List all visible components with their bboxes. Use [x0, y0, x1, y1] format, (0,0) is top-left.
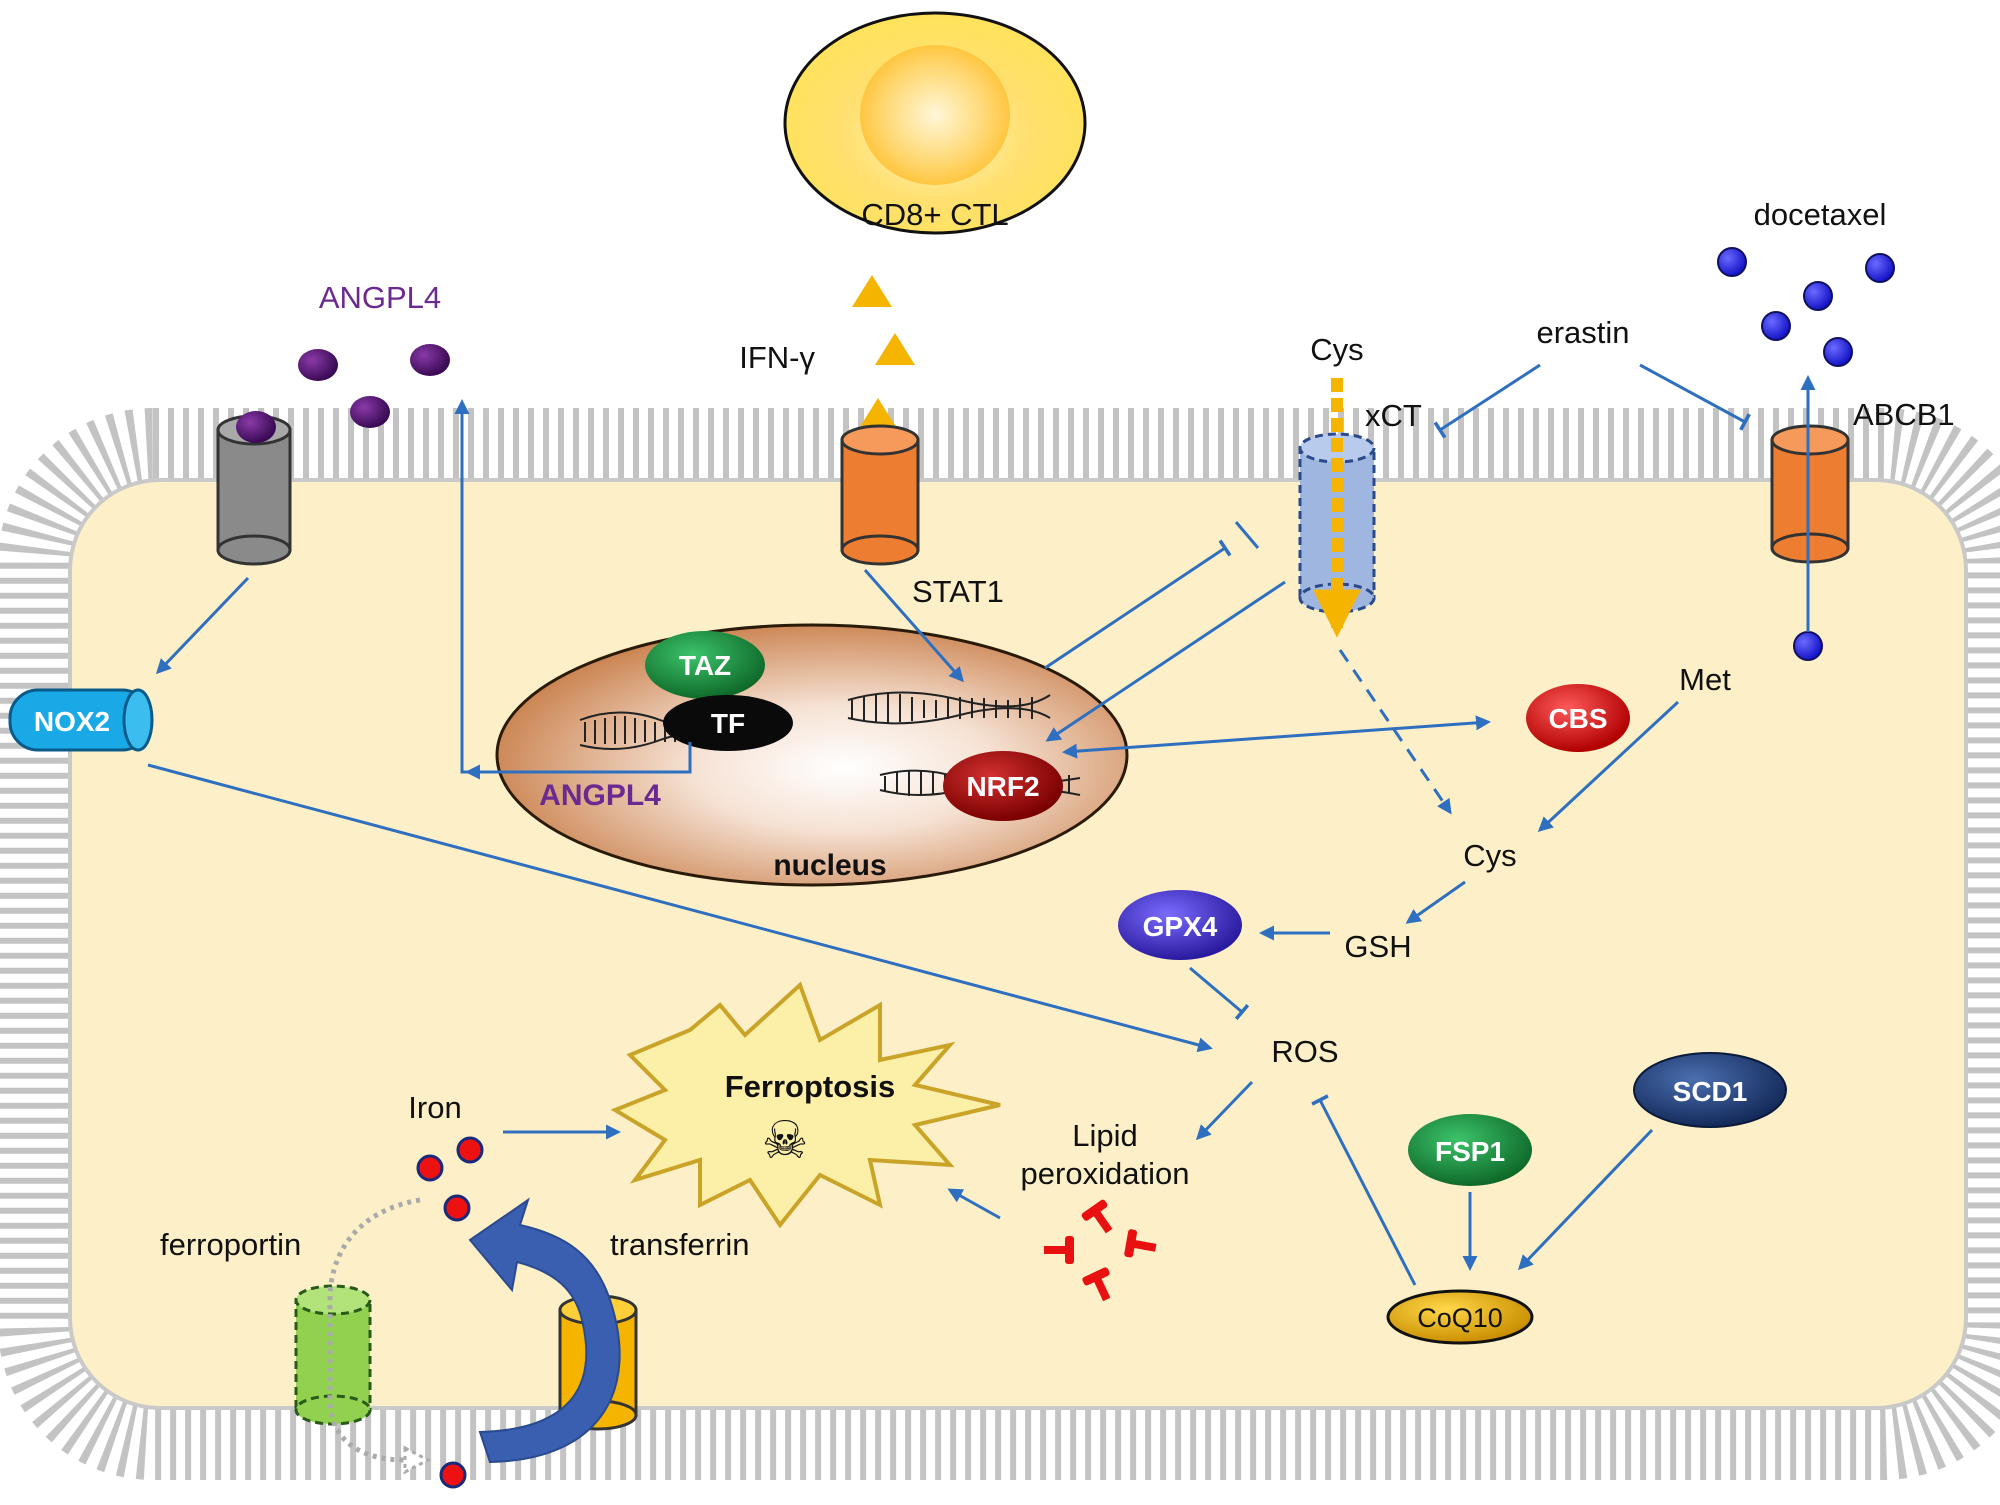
ferroportin-export-arrow [327, 1197, 421, 1463]
met-label: Met [1679, 662, 1731, 697]
gsh-label: GSH [1344, 929, 1411, 964]
ifng-receptor [840, 424, 920, 566]
lipid-label-line2: peroxidation [1021, 1156, 1190, 1191]
transferrin-uptake-arrow [468, 1197, 621, 1464]
ferroptosis-burst: Ferroptosis ☠ [610, 981, 1001, 1229]
angpl4-particles [298, 344, 450, 428]
gpx4-pill: GPX4 [1118, 890, 1242, 960]
cd8-ctl-cell: CD8+ CTL [783, 11, 1087, 235]
coq10-pill: CoQ10 [1386, 1289, 1534, 1345]
ferroptosis-label: Ferroptosis [725, 1069, 896, 1104]
nucleus: nucleus ANGPL4 [495, 623, 1129, 887]
nrf2-label: NRF2 [966, 771, 1039, 802]
angpl4-receptor [216, 411, 292, 566]
tf-label: TF [711, 708, 745, 739]
cbs-label: CBS [1548, 703, 1607, 734]
cbs-pill: CBS [1526, 684, 1630, 752]
nox2-pill: NOX2 [8, 688, 154, 752]
ferroportin-channel [294, 1284, 372, 1426]
erastin-label: erastin [1536, 315, 1629, 350]
nucleus-label: nucleus [773, 849, 886, 882]
abcb1-label: ABCB1 [1853, 397, 1955, 432]
angpl4-top-label: ANGPL4 [319, 280, 441, 315]
docetaxel-label: docetaxel [1754, 197, 1887, 232]
fsp1-pill: FSP1 [1408, 1114, 1532, 1186]
fsp1-label: FSP1 [1435, 1136, 1505, 1167]
nox2-label: NOX2 [34, 706, 110, 737]
taz-label: TAZ [679, 650, 731, 681]
coq10-label: CoQ10 [1417, 1303, 1503, 1333]
cytoplasm [68, 478, 1968, 1410]
cys-top-label: Cys [1310, 332, 1363, 367]
pathway-arrows [147, 363, 1816, 1286]
stat1-label: STAT1 [912, 574, 1004, 609]
docetaxel-dots [1717, 247, 1895, 661]
transferrin-label: transferrin [610, 1227, 750, 1262]
abcb1-transporter [1770, 424, 1850, 564]
gpx4-label: GPX4 [1143, 911, 1218, 942]
taz-pill: TAZ [645, 631, 765, 699]
lipid-label-line1: Lipid [1072, 1118, 1138, 1153]
ferroportin-export-arrowhead [403, 1445, 432, 1475]
skull-icon: ☠ [762, 1112, 809, 1170]
ferroportin-label: ferroportin [160, 1227, 301, 1262]
ros-label: ROS [1271, 1034, 1338, 1069]
xct-label: xCT [1365, 398, 1422, 433]
nrf2-pill: NRF2 [943, 751, 1063, 821]
tf-pill: TF [663, 695, 793, 751]
ifng-label: IFN-γ [739, 340, 815, 375]
iron-dots [416, 1136, 484, 1489]
scd1-pill: SCD1 [1633, 1052, 1787, 1128]
angpl4-nucleus-label: ANGPL4 [539, 779, 661, 812]
ifng-triangles [852, 275, 915, 430]
cys-mid-label: Cys [1463, 838, 1516, 873]
cell-label: CD8+ CTL [861, 197, 1008, 232]
lipid-peroxide-icons [1044, 1199, 1157, 1302]
iron-label: Iron [408, 1090, 461, 1125]
scd1-label: SCD1 [1673, 1076, 1748, 1107]
